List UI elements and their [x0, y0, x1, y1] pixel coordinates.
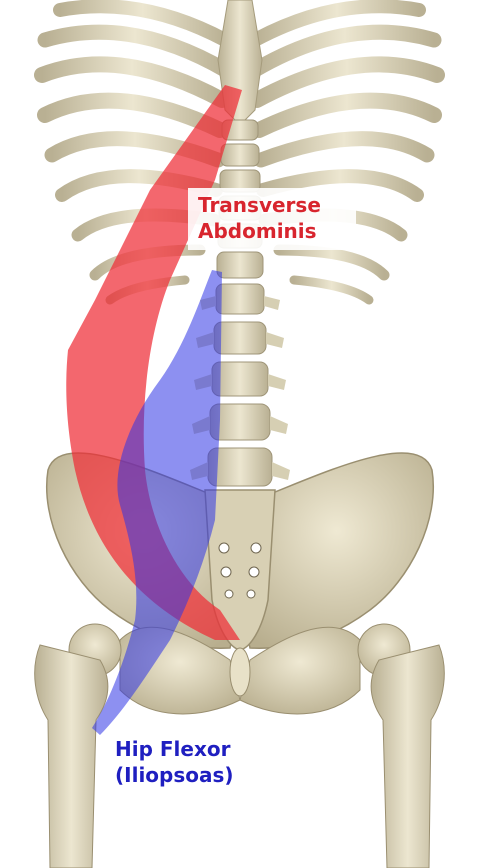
- transverse-abdominis-label: Transverse Abdominis: [198, 192, 321, 244]
- hip-flexor-label-line2: (Iliopsoas): [115, 762, 234, 788]
- hip-flexor-label: Hip Flexor (Iliopsoas): [115, 736, 234, 788]
- transverse-label-line2: Abdominis: [198, 218, 321, 244]
- hip-flexor-label-line1: Hip Flexor: [115, 736, 234, 762]
- transverse-label-line1: Transverse: [198, 192, 321, 218]
